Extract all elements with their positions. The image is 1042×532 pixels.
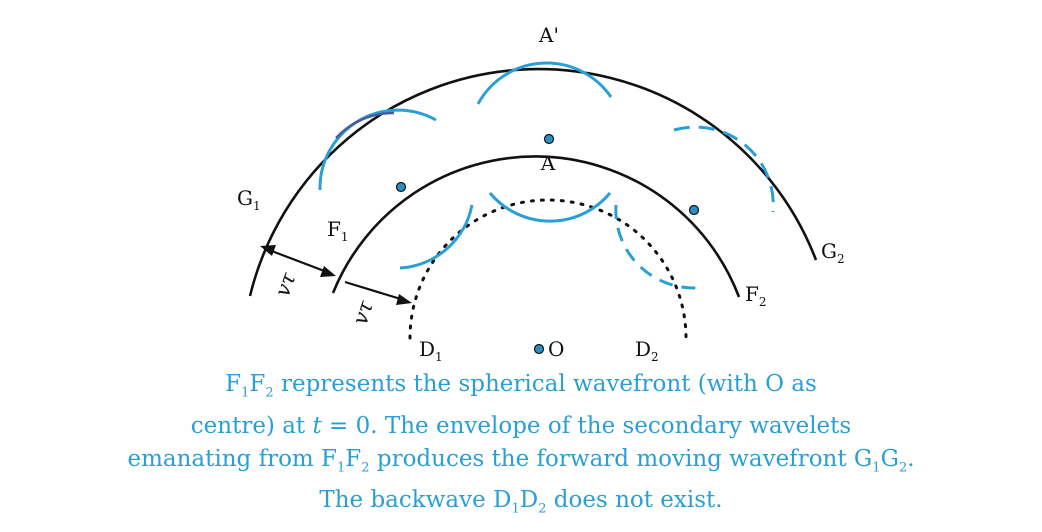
label-d2: D2 (635, 337, 659, 364)
label-d1: D1 (419, 337, 443, 364)
wavelet-back-right-dashed (614, 204, 697, 290)
label-a: A (540, 151, 556, 175)
label-a-prime: A' (538, 23, 559, 47)
wavefront-diagram: A' A G1 G2 F1 F2 D1 D2 O vτ vτ (237, 23, 845, 364)
point-o (533, 343, 545, 355)
arrow-vt-inner (344, 280, 412, 305)
label-g2: G2 (821, 239, 845, 266)
label-o: O (548, 337, 564, 361)
label-vt-inner: vτ (348, 297, 378, 327)
label-f2: F2 (745, 282, 767, 309)
point-a (543, 133, 555, 145)
arrow-vt-outer (260, 245, 336, 277)
wavelet-forward-top (476, 61, 613, 105)
figure-caption: F1F2 represents the spherical wavefront … (0, 368, 1042, 526)
point-right (688, 204, 700, 216)
wavelet-forward-left-dark (335, 111, 395, 139)
caption-line-2: centre) at t = 0. The envelope of the se… (190, 412, 852, 439)
caption-line-1: F1F2 represents the spherical wavefront … (225, 371, 817, 401)
caption-line-3: emanating from F1F2 produces the forward… (127, 445, 915, 476)
label-g1: G1 (237, 186, 261, 213)
wavefront-g1g2 (248, 67, 818, 297)
point-left (395, 181, 407, 193)
label-f1: F1 (327, 217, 349, 244)
label-vt-outer: vτ (270, 269, 301, 300)
caption-line-4: The backwave D1D2 does not exist. (319, 487, 723, 517)
wavelet-back-left (399, 204, 474, 270)
wavefront-f1f2 (331, 155, 741, 298)
wavelet-back-middle (488, 192, 612, 223)
wavelet-forward-left (318, 108, 437, 191)
wavelet-forward-right-dashed (673, 125, 775, 213)
